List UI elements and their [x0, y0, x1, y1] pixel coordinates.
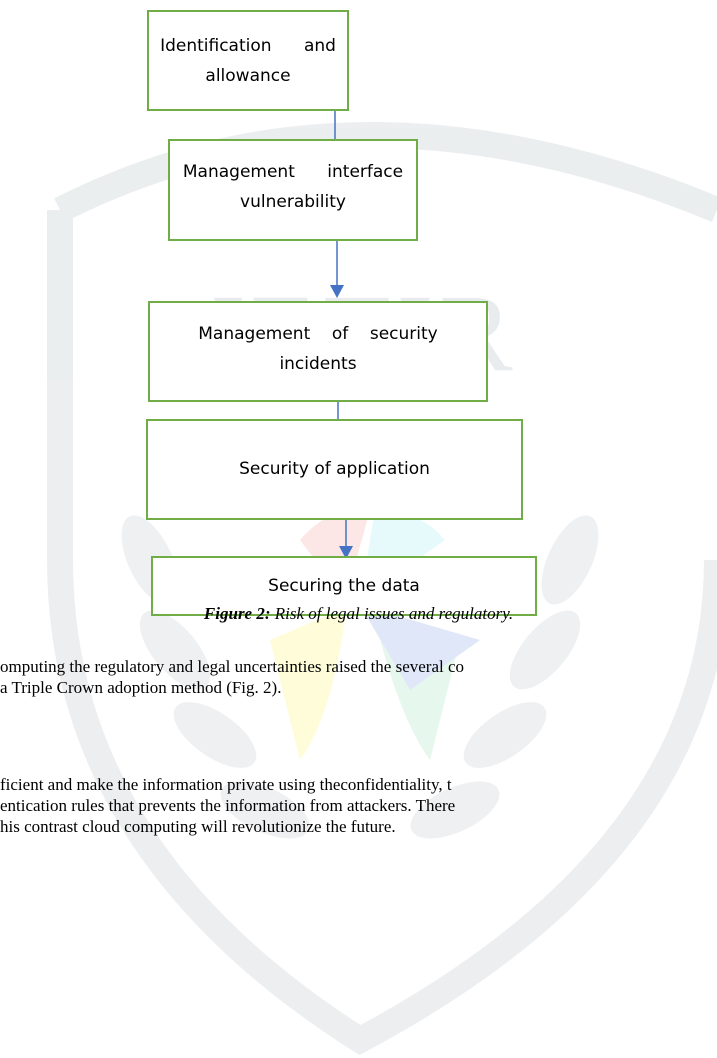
paragraph-2-line1: ficient and make the information private… — [0, 775, 452, 794]
figure-caption-text: Risk of legal issues and regulatory. — [270, 604, 514, 623]
flowchart-box-5: Securing the data — [151, 556, 537, 616]
paragraph-2-line2: entication rules that prevents the infor… — [0, 796, 456, 815]
figure-caption-label: Figure 2: — [203, 604, 271, 623]
flowchart-box-1: Identification and allowance — [147, 10, 349, 111]
flowchart-box-5-line1: Securing the data — [268, 576, 420, 596]
flowchart-box-2-line1: Management interface — [182, 162, 404, 182]
flowchart-box-2: Management interface vulnerability — [168, 139, 418, 241]
flow-arrow-2 — [330, 241, 344, 298]
flowchart-box-2-line2: vulnerability — [240, 192, 346, 212]
paragraph-1-line2: a Triple Crown adoption method (Fig. 2). — [0, 678, 282, 697]
flow-arrow-4 — [339, 520, 353, 559]
flowchart-box-4-line1: Security of application — [239, 459, 430, 479]
flowchart-box-1-line1: Identification and — [160, 36, 336, 56]
figure-caption: Figure 2: Risk of legal issues and regul… — [0, 604, 717, 624]
flowchart-box-3: Management of security incidents — [148, 301, 488, 402]
flowchart-box-4: Security of application — [146, 419, 523, 520]
paragraph-2-line3: his contrast cloud computing will revolu… — [0, 817, 396, 836]
flowchart-box-3-line1: Management of security — [198, 324, 438, 344]
paragraph-2: ficient and make the information private… — [0, 774, 455, 837]
flowchart-box-1-line2: allowance — [205, 66, 291, 86]
paragraph-1-line1: omputing the regulatory and legal uncert… — [0, 657, 465, 676]
flowchart-box-3-line2: incidents — [279, 354, 357, 374]
paragraph-1: omputing the regulatory and legal uncert… — [0, 656, 464, 698]
